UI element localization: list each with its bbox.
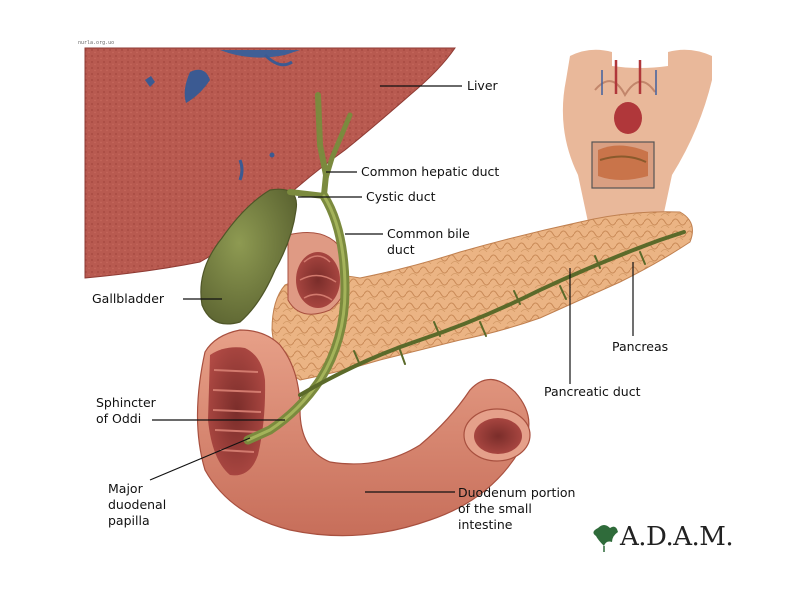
- brand-name: A.D.A.M.: [620, 522, 734, 552]
- inset-torso-figure: [562, 49, 712, 222]
- gallbladder-shape: [200, 188, 298, 325]
- label-major-duodenal-papilla: Major duodenal papilla: [108, 481, 166, 529]
- label-papilla-line-2: duodenal: [108, 497, 167, 512]
- label-liver: Liver: [467, 78, 498, 93]
- adam-logo: A.D.A.M.: [584, 522, 734, 552]
- label-cystic-duct: Cystic duct: [366, 189, 436, 204]
- label-sphincter-line-2: of Oddi: [96, 411, 142, 426]
- bile-duct-system: [243, 92, 686, 445]
- label-duodenum-line-3: intestine: [458, 517, 513, 532]
- label-common-bile-duct-line-2: duct: [387, 242, 415, 257]
- label-gallbladder: Gallbladder: [92, 291, 165, 306]
- label-papilla-line-3: papilla: [108, 513, 150, 528]
- label-papilla-line-1: Major: [108, 481, 143, 496]
- label-sphincter-line-1: Sphincter: [96, 395, 156, 410]
- label-common-bile-duct: Common bile duct: [387, 226, 470, 258]
- label-sphincter-of-oddi: Sphincter of Oddi: [96, 395, 156, 427]
- liver-shape: [84, 47, 456, 279]
- label-duodenum: Duodenum portion of the small intestine: [458, 485, 575, 533]
- image-credit: nurla.org.uo: [78, 40, 115, 46]
- label-common-bile-duct-line-1: Common bile: [387, 226, 470, 241]
- ivy-leaf-icon: [593, 525, 618, 552]
- label-duodenum-line-2: of the small: [458, 501, 532, 516]
- label-duodenum-line-1: Duodenum portion: [458, 485, 576, 500]
- label-pancreas: Pancreas: [612, 339, 669, 354]
- label-common-hepatic-duct: Common hepatic duct: [361, 164, 500, 179]
- label-pancreatic-duct: Pancreatic duct: [544, 384, 641, 399]
- duodenum-shape: [196, 232, 531, 537]
- leader-lines: [149, 85, 634, 493]
